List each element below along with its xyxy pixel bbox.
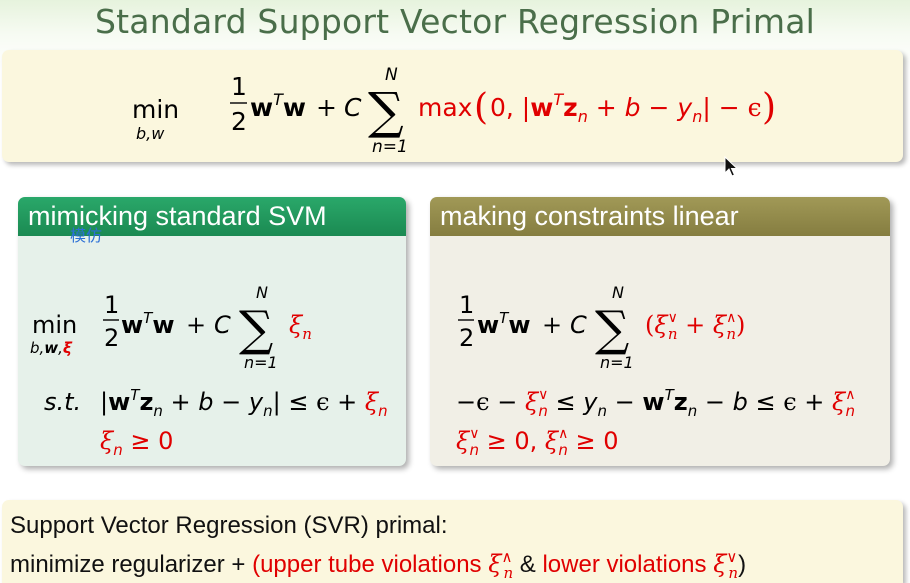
min-operator: min	[132, 95, 179, 124]
big-paren-close: )	[762, 87, 776, 128]
left-constraint-1: |wTzn + b − yn| ≤ ϵ + ξn	[100, 386, 388, 420]
left-fraction-numerator: 1	[104, 291, 119, 319]
sum-lower-limit: n=1	[372, 137, 408, 157]
left-fraction-denominator: 2	[104, 324, 119, 352]
panel-linear-constraints: making constraints linear	[430, 197, 890, 466]
left-min-operator: min	[32, 311, 77, 339]
summation-sign: ∑	[368, 82, 404, 140]
big-paren-open: (	[474, 87, 488, 128]
mouse-pointer-icon	[724, 156, 739, 177]
right-xi-sum: (ξ∨n + ξ∧n)	[645, 310, 745, 343]
summary-close: )	[738, 551, 747, 578]
st-label: s.t.	[44, 388, 81, 416]
left-w-transpose-w: wTw	[121, 309, 175, 339]
left-panel-formula: min b,w,ξ 1 2 wTw + C ∑ N n=1 ξn s.t. |w…	[30, 283, 388, 459]
primal-formula: min b,w 1 2 wTw + C ∑ N n=1 max ( 0, |wT…	[132, 65, 776, 157]
right-plus-sign: +	[542, 311, 562, 339]
right-summation-sign: ∑	[595, 301, 629, 357]
left-min-subscript: b,w,ξ	[30, 339, 73, 357]
left-plus-sign: +	[186, 311, 206, 339]
left-constraint-2: ξn ≥ 0	[100, 427, 173, 459]
right-panel-formula: 1 2 wTw + C ∑ N n=1 (ξ∨n + ξ∧n) −ϵ − ξ∨n…	[456, 283, 856, 459]
panel-header-mimicking-svm: mimicking standard SVM	[18, 197, 406, 236]
summary-line-1: Support Vector Regression (SVR) primal:	[10, 512, 448, 539]
right-sum-lower: n=1	[600, 353, 634, 372]
max-operator: max	[418, 93, 472, 122]
summary-box	[2, 500, 903, 583]
translation-tooltip: 模仿	[70, 226, 103, 245]
panel-mimicking-svm: mimicking standard SVM	[18, 197, 406, 466]
fraction-numerator: 1	[231, 72, 247, 101]
slide-title: Standard Support Vector Regression Prima…	[95, 2, 815, 41]
left-summation-sign: ∑	[239, 301, 273, 357]
w-transpose-w: wTw	[250, 90, 306, 122]
xi-lower-symbol: ξ∨n	[713, 548, 739, 582]
right-fraction-denominator: 2	[459, 324, 474, 352]
min-subscript: b,w	[136, 124, 165, 143]
summary-line-2: minimize regularizer + (upper tube viola…	[10, 548, 746, 582]
max-args: 0, |wTzn + b − yn| − ϵ	[490, 90, 762, 126]
right-fraction-numerator: 1	[459, 291, 474, 319]
summary-prefix: minimize regularizer +	[10, 551, 253, 578]
sum-upper-limit: N	[385, 65, 398, 85]
primal-formula-box	[2, 50, 903, 162]
right-sum-upper: N	[612, 283, 624, 302]
right-c-constant: C	[570, 311, 587, 339]
c-constant: C	[344, 93, 362, 122]
panel-header-linear-constraints: making constraints linear	[430, 197, 890, 236]
left-xi-n: ξn	[289, 311, 312, 343]
left-sum-lower: n=1	[244, 353, 278, 372]
fraction-denominator: 2	[231, 107, 247, 136]
right-constraint-2: ξ∨n ≥ 0, ξ∧n ≥ 0	[456, 426, 619, 459]
xi-upper-symbol: ξ∧n	[488, 548, 514, 582]
summary-amp: &	[513, 551, 543, 578]
summary-lower-label: lower violations	[542, 551, 714, 578]
summary-upper-label: (upper tube violations	[252, 551, 489, 578]
left-c-constant: C	[214, 311, 231, 339]
right-w-transpose-w: wTw	[477, 309, 531, 339]
left-sum-upper: N	[256, 283, 268, 302]
right-constraint-1: −ϵ − ξ∨n ≤ yn − wTzn − b ≤ ϵ + ξ∧n	[456, 386, 856, 420]
plus-sign: +	[316, 93, 337, 122]
